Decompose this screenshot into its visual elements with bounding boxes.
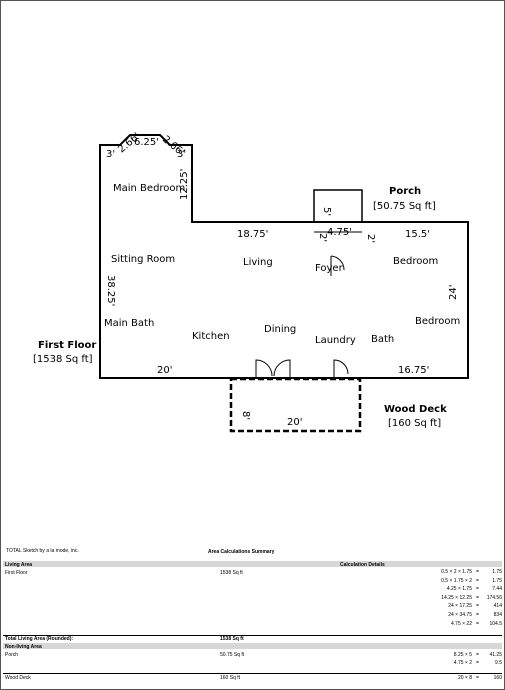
dimension-label: 3': [106, 149, 115, 160]
calc-expression: 14.25 × 12.25: [441, 594, 472, 601]
calc-expression: 24 × 17.25: [448, 603, 472, 610]
dimension-label: 15.5': [405, 229, 430, 240]
calc-equals: =: [476, 675, 479, 681]
living-area-header: Living Area: [5, 562, 33, 568]
wood-deck-value: 160 Sq ft: [220, 675, 241, 681]
calc-result: 9.5: [495, 660, 502, 666]
dimension-label: 20': [157, 365, 172, 376]
patio-door-left: [255, 359, 273, 378]
calc-equals: =: [476, 594, 479, 601]
first-floor-label: First Floor: [5, 570, 28, 576]
wood-deck-label: Wood Deck: [5, 675, 31, 681]
calculation-details-header: Calculation Details: [340, 562, 385, 568]
porch-value: 50.75 Sq ft: [220, 652, 245, 658]
porch-outline: [313, 189, 363, 223]
calc-equals: =: [476, 569, 479, 575]
wood-deck-outline: [229, 377, 362, 433]
calc-result: 41.25: [489, 652, 502, 658]
calc-result: 160: [493, 675, 502, 681]
calc-expression: 4.75 × 22: [451, 620, 472, 627]
dimension-label: 24': [448, 285, 459, 300]
calc-equals: =: [476, 586, 479, 593]
dimension-label: 20': [287, 417, 302, 428]
calc-expression: 0.5 × 2 × 1.75: [441, 569, 472, 575]
calc-expression: 0.5 × 1.75 × 2: [441, 577, 472, 584]
dimension-label: 2': [365, 234, 376, 243]
dimension-label: 38.25': [105, 275, 116, 306]
calc-equals: =: [476, 612, 479, 618]
dimension-label: 18.75': [237, 229, 268, 240]
area-sqft-porch: [50.75 Sq ft]: [373, 201, 436, 212]
deck-door: [333, 359, 349, 378]
calc-expression: 20 × 8: [457, 675, 472, 681]
living-area-header-bar: [3, 561, 502, 567]
area-name-first-floor: First Floor: [38, 340, 96, 351]
calc-equals: =: [476, 577, 479, 584]
room-label: Sitting Room: [111, 254, 175, 265]
calc-result: 174.56: [486, 594, 502, 601]
calc-result: 1.75: [492, 569, 502, 575]
area-sqft-first-floor: [1538 Sq ft]: [33, 354, 93, 365]
room-label: Main Bedroom: [113, 183, 185, 194]
calc-result: 7.44: [492, 586, 502, 593]
deck-divider: [3, 673, 502, 674]
total-living-value: 1538 Sq ft: [220, 636, 244, 642]
area-name-wood-deck: Wood Deck: [384, 404, 447, 415]
calc-result: 414: [493, 603, 502, 610]
first-floor-value: 1538 Sq ft: [220, 570, 243, 576]
room-label: Dining: [264, 324, 296, 335]
room-label: Living: [243, 257, 273, 268]
dimension-label: 16.75': [398, 365, 429, 376]
room-label: Bedroom: [393, 256, 438, 267]
total-living-label: Total Living Area (Rounded):: [5, 636, 74, 642]
calc-equals: =: [476, 620, 479, 627]
calc-expression: 24 × 34.75: [448, 612, 472, 618]
dimension-label: 4.75': [327, 227, 352, 238]
dimension-label: 6.25': [134, 137, 159, 148]
floor-plan: First Floor [1538 Sq ft] Porch [50.75 Sq…: [33, 131, 469, 433]
room-label: Laundry: [315, 335, 356, 346]
nonliving-header-bar: [3, 643, 502, 649]
calc-equals: =: [476, 652, 479, 658]
total-divider: [3, 635, 502, 636]
room-label: Kitchen: [192, 331, 230, 342]
room-label: Bedroom: [415, 316, 460, 327]
porch-label: Porch: [5, 652, 19, 658]
room-label: Main Bath: [104, 318, 154, 329]
calc-result: 834: [493, 612, 502, 618]
dimension-label: 12.25': [179, 169, 190, 200]
calc-expression: 4.25 × 1.75: [446, 586, 472, 593]
calc-result: 104.5: [489, 620, 502, 627]
summary-title: Area Calculations Summary: [208, 549, 275, 555]
calc-expression: 8.25 × 5: [453, 652, 472, 658]
room-label: Foyer: [315, 263, 344, 274]
foyer-door: [330, 255, 345, 276]
first-floor-outline: [99, 134, 469, 379]
area-sqft-wood-deck: [160 Sq ft]: [388, 418, 441, 429]
dimension-label: 2': [317, 233, 328, 242]
calc-equals: =: [476, 660, 479, 666]
software-credit: TOTAL Sketch by a la mode, inc.: [6, 548, 79, 554]
dimension-label: 3': [177, 149, 186, 160]
calc-expression: 4.75 × 2: [453, 660, 472, 666]
dimension-label: 8': [240, 411, 251, 420]
room-label: Bath: [371, 334, 394, 345]
area-name-porch: Porch: [389, 186, 421, 197]
calc-result: 1.75: [492, 577, 502, 584]
patio-door-right: [273, 359, 291, 378]
nonliving-area-header: Non-living Area: [5, 644, 42, 650]
calc-equals: =: [476, 603, 479, 610]
dimension-label: 5': [321, 207, 332, 216]
